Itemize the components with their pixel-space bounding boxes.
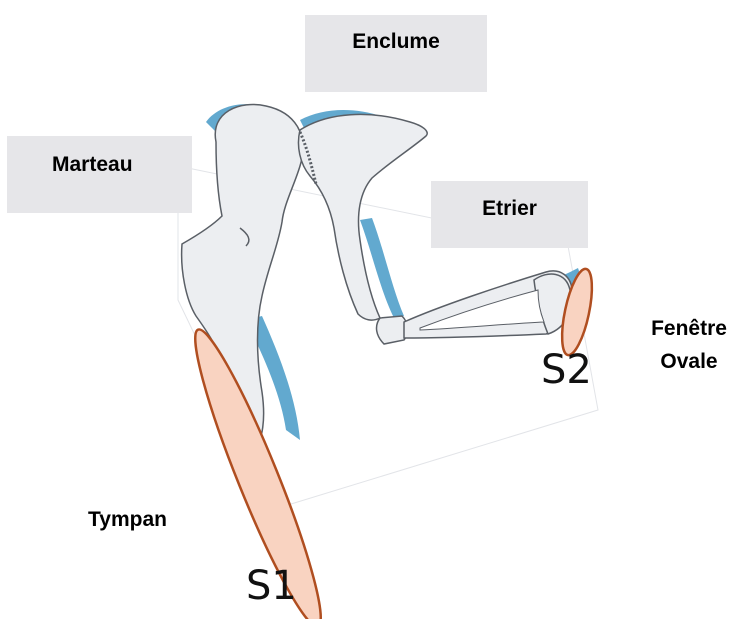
fenetre-label-line1: Fenêtre [630, 317, 747, 341]
etrier-bone [377, 316, 408, 344]
tympan-label: Tympan [88, 508, 167, 532]
fenetre-label-line2: Ovale [630, 350, 747, 374]
s2-label: S2 [541, 350, 592, 390]
etrier-label: Etrier [431, 197, 588, 221]
s1-label: S1 [246, 566, 297, 606]
marteau-label: Marteau [52, 153, 133, 177]
enclume-label: Enclume [305, 30, 487, 54]
